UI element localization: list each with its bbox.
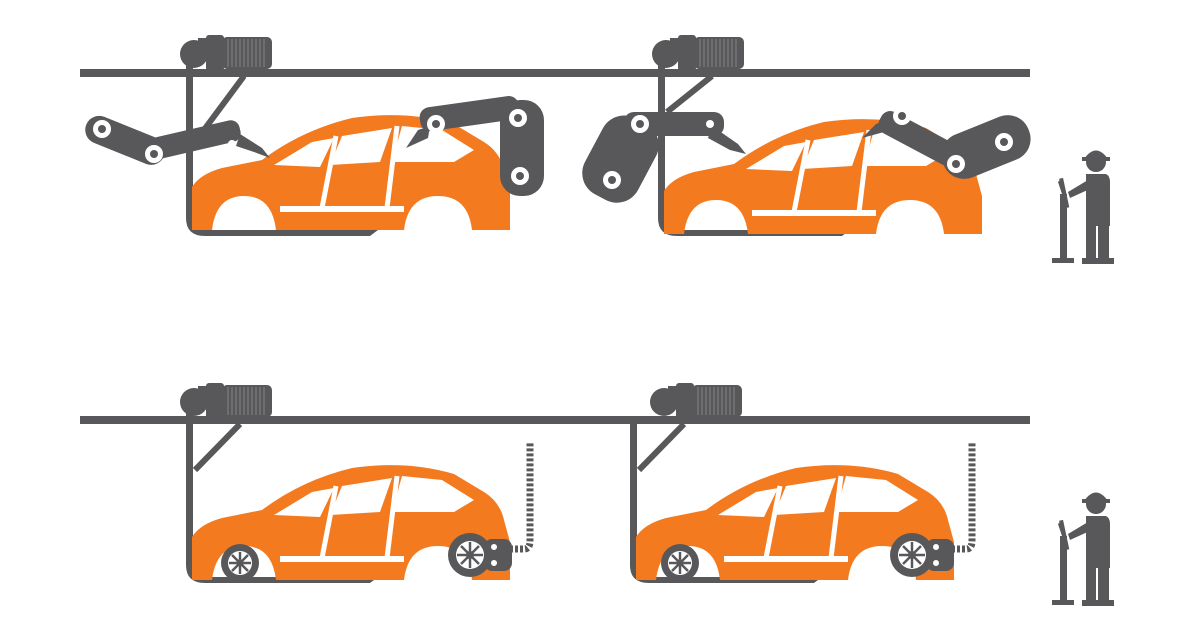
overhead-rail (80, 69, 1030, 77)
overhead-rail (80, 416, 1030, 424)
welding-line-row (80, 34, 1114, 264)
rail-motor-icon (179, 34, 273, 72)
rail-motor-icon (179, 382, 273, 420)
rail-motor-icon (651, 34, 745, 72)
welding-station-2 (582, 34, 1031, 236)
wheel-icon (659, 542, 701, 584)
welding-station-1 (85, 34, 544, 236)
robot-arm-right-icon (862, 107, 1031, 179)
robot-arm-left-icon (582, 112, 746, 203)
wheel-station-2 (630, 382, 972, 584)
rail-motor-icon (649, 382, 743, 420)
wheel-icon (219, 542, 261, 584)
wheel-mounting-line-row (80, 382, 1114, 606)
worker-at-control-panel-icon (1052, 492, 1114, 606)
worker-at-control-panel-icon (1052, 150, 1114, 264)
robot-arm-right-icon (406, 96, 544, 196)
robot-arm-left-icon (85, 115, 270, 165)
wheel-station-1 (179, 382, 530, 584)
